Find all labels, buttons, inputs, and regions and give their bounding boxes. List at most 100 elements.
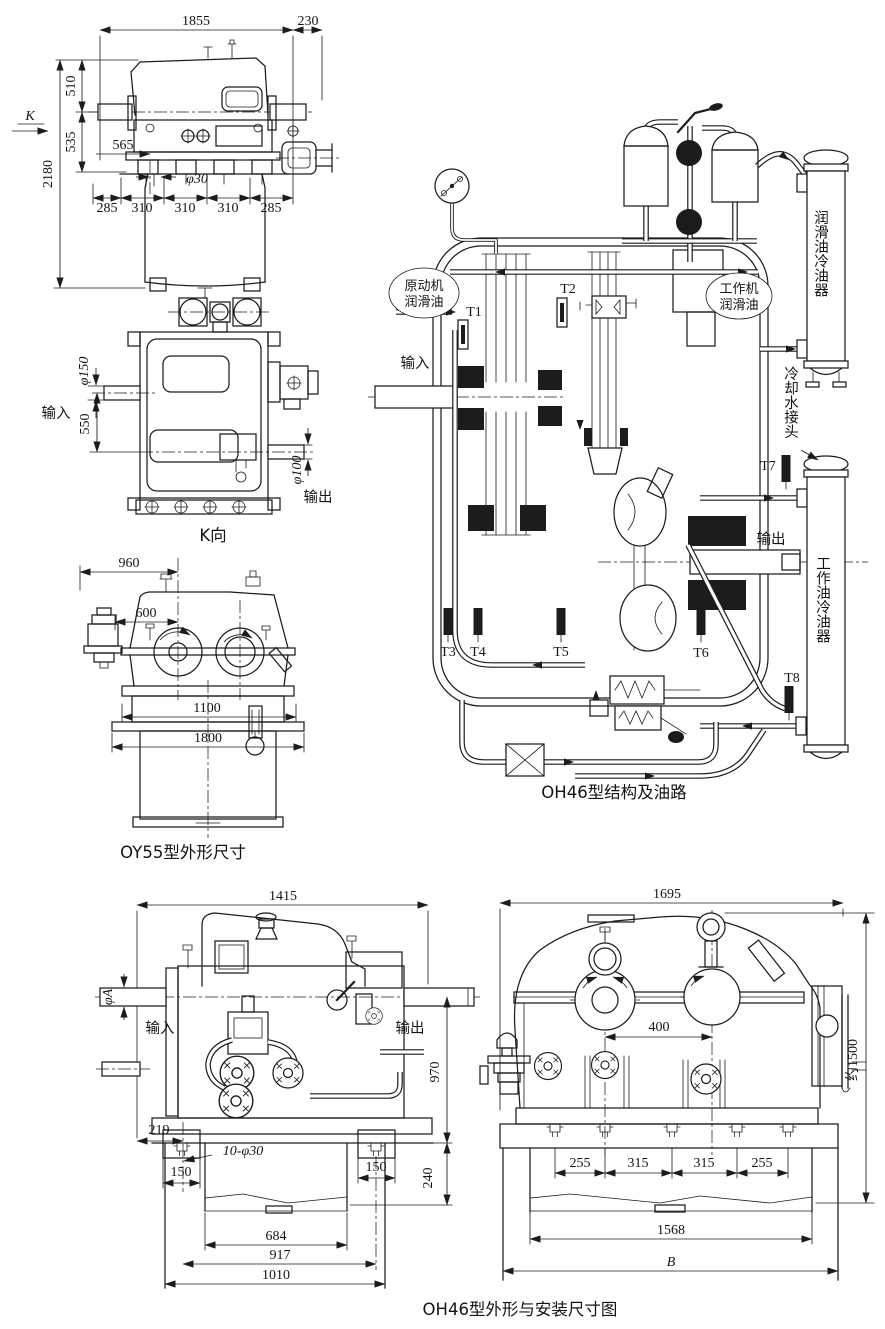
thermometer-t2 [556, 297, 568, 328]
view-oh46-schematic: 原动机 润滑油 工作机 润滑油 T1 T2 T3 T4 T5 T6 T7 T8 … [368, 103, 868, 802]
view-k-direction: φ150 550 输入 φ100 输出 K向 [42, 297, 333, 545]
side-flange-1 [533, 1051, 563, 1081]
dim-shaft-distance: 400 [649, 1020, 670, 1035]
label-front-input: 输入 [146, 1020, 175, 1037]
caption-bottom: OH46型外形与安装尺寸图 [423, 1300, 618, 1319]
dim-bolt-hole: φ30 [186, 172, 208, 187]
dim-edge-offset: 219 [149, 1123, 170, 1138]
view-oy55: 960 600 1100 1800 OY55型外形尺寸 [79, 556, 305, 862]
three-way-valve [676, 103, 723, 235]
label-lube-oil-cooler: 润滑油冷油器 [812, 210, 828, 298]
pilot-valve [579, 295, 637, 319]
svg-text:润滑油: 润滑油 [719, 298, 758, 313]
dim-total-height: 2180 [41, 160, 56, 188]
dim-mid-width: 1100 [193, 701, 220, 716]
dim-gear-offset: 600 [136, 606, 157, 621]
label-t2: T2 [560, 282, 576, 297]
dim-shaft-dia-a: φA [101, 988, 116, 1005]
thermometer-t4 [473, 607, 483, 643]
dim-output-shaft-dia: φ100 [290, 456, 305, 485]
dim-upper-height: 510 [64, 76, 79, 97]
lifting-eye [696, 912, 726, 968]
side-slot-3 [663, 1123, 681, 1140]
label-t8: T8 [784, 671, 800, 686]
oil-filter-right [711, 131, 759, 203]
oil-level-gauge [811, 985, 867, 1093]
caption-schematic: OH46型结构及油路 [541, 783, 687, 802]
label-input: 输入 [42, 405, 71, 422]
svg-text:工作机: 工作机 [719, 282, 758, 297]
dim-base-width: 1800 [194, 731, 222, 746]
label-front-output: 输出 [396, 1020, 425, 1037]
dim-pitch-3: 310 [175, 201, 196, 216]
dim-pitch-4: 310 [218, 201, 239, 216]
label-t4: T4 [470, 645, 486, 660]
caption-oy55: OY55型外形尺寸 [120, 843, 246, 862]
label-t1: T1 [466, 305, 482, 320]
thermometer-t7 [781, 454, 791, 490]
regulating-valves [589, 675, 701, 743]
dim-bolt-span: 917 [270, 1248, 291, 1263]
dim-input-shaft-dia: φ150 [77, 357, 92, 386]
dim-front-overall-width: 1415 [269, 889, 297, 904]
dim-overall-width: 1855 [182, 14, 210, 29]
label-t3: T3 [440, 645, 456, 660]
input-gear-assembly [458, 253, 562, 536]
dim-slot-left: 150 [171, 1165, 192, 1180]
oil-pipes [396, 119, 809, 779]
dim-side-pitch-1: 255 [570, 1156, 591, 1171]
dim-center-drop: 550 [78, 414, 93, 435]
dim-pit-width: 684 [266, 1229, 287, 1244]
thermometer-t1 [457, 319, 469, 350]
valve-x [505, 743, 545, 777]
label-schematic-input: 输入 [401, 355, 430, 372]
caption-k-view: K向 [199, 526, 226, 545]
side-flange-2 [590, 1050, 620, 1080]
side-slot-1 [546, 1123, 564, 1140]
dim-side-pitch-2: 315 [628, 1156, 649, 1171]
side-slot-4 [728, 1123, 746, 1140]
lube-oil-cooler [796, 149, 849, 388]
dim-shaft-height: 970 [428, 1062, 443, 1083]
label-work-oil-cooler: 工作油冷油器 [814, 556, 830, 643]
dim-base-width-front: 1010 [262, 1268, 290, 1283]
dim-foot-offset: 565 [113, 138, 134, 153]
anchor-slot-right [367, 1142, 385, 1159]
dim-pit-depth: 240 [421, 1168, 436, 1189]
dim-bolt-note: 10-φ30 [223, 1144, 263, 1159]
dim-side-pitch-4: 255 [752, 1156, 773, 1171]
label-t6: T6 [693, 646, 709, 661]
dim-base-length: B [667, 1255, 676, 1270]
label-cooling-water-joint: 冷却水接头 [782, 366, 798, 439]
anchor-slot-left [173, 1142, 191, 1159]
svg-text:润滑油: 润滑油 [404, 295, 443, 310]
view-arrow-label: K [24, 109, 35, 124]
label-output: 输出 [304, 489, 333, 506]
dim-pitch-2: 310 [132, 201, 153, 216]
dim-top-width: 960 [119, 556, 140, 571]
label-prime-mover-oil: 原动机 润滑油 [388, 267, 460, 319]
label-t5: T5 [553, 645, 569, 660]
view-oh46-front: 1415 φA 输入 输出 970 [95, 889, 480, 1289]
dim-pitch-1: 285 [97, 201, 118, 216]
label-schematic-output: 输出 [757, 531, 786, 548]
dim-lower-height: 535 [64, 132, 79, 153]
view-top-front: 1855 230 510 535 2180 565 φ30 285 310 31… [12, 14, 340, 298]
torque-converter [613, 467, 677, 652]
thermometer-t3 [443, 607, 453, 643]
dim-pitch-5: 285 [261, 201, 282, 216]
dim-pit-length: 1568 [657, 1223, 685, 1238]
flange-port-3 [218, 1083, 254, 1119]
label-t7: T7 [760, 459, 776, 474]
work-oil-cooler [795, 455, 849, 760]
svg-text:原动机: 原动机 [404, 279, 443, 294]
control-lever [326, 980, 383, 1025]
side-flange-3 [690, 1063, 722, 1095]
middle-gear-assembly [584, 251, 628, 475]
dim-side-pitch-3: 315 [694, 1156, 715, 1171]
pressure-gauge [434, 168, 470, 204]
dim-slot-right: 150 [366, 1160, 387, 1175]
dim-side-overall-length: 1695 [653, 887, 681, 902]
thermometer-t6 [696, 607, 706, 643]
